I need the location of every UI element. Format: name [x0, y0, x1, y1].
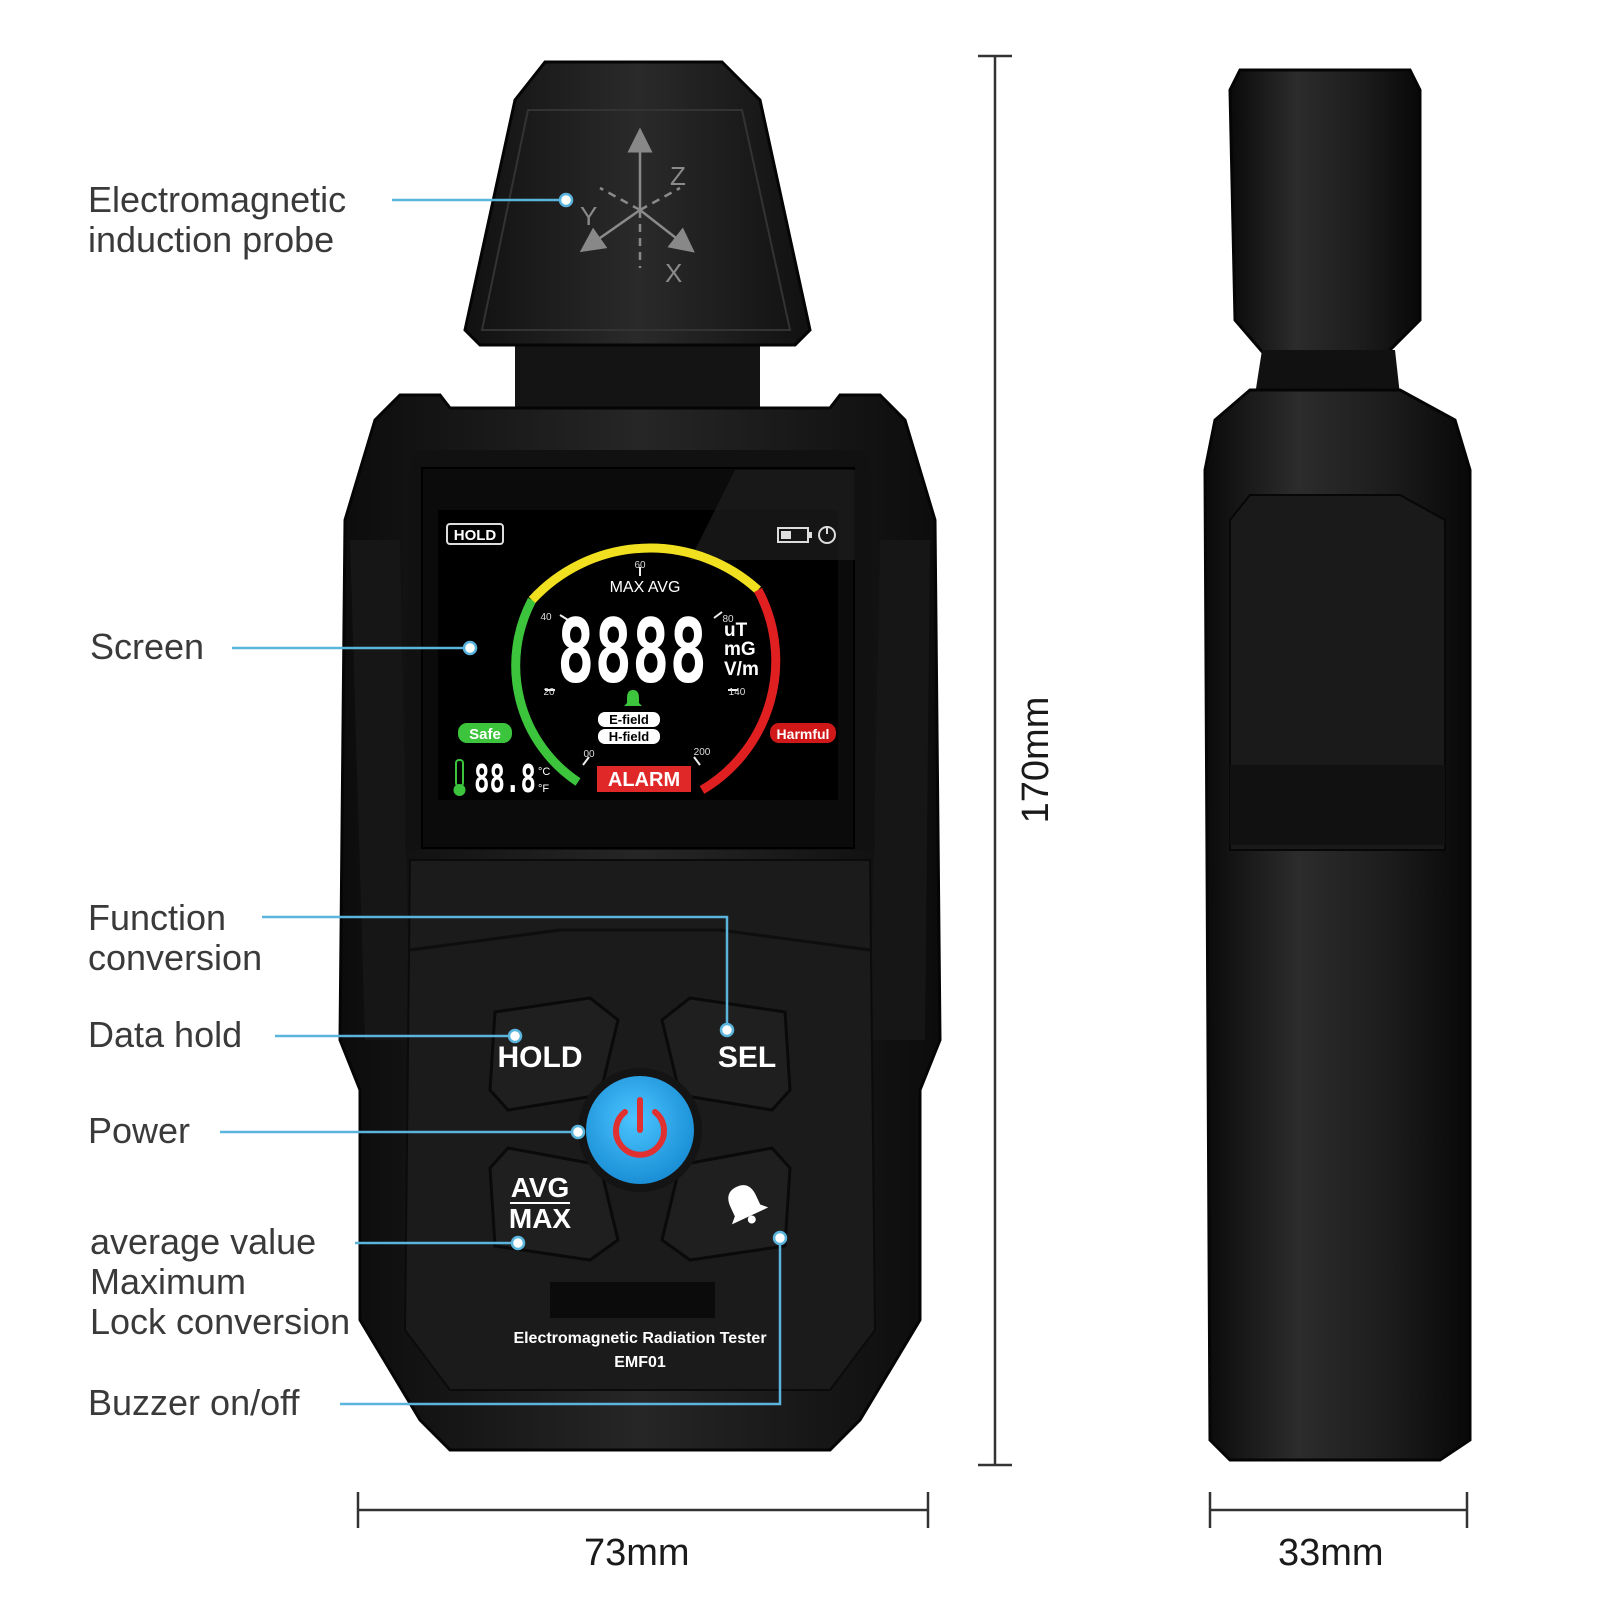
harmful-label: Harmful	[777, 726, 830, 742]
avg-max-callout: average value Maximum Lock conversion	[90, 1222, 350, 1342]
probe-callout: Electromagnetic induction probe	[88, 180, 346, 260]
probe-callout-line2: induction probe	[88, 219, 335, 260]
sel-button-label: SEL	[718, 1041, 776, 1074]
sel-button[interactable]: SEL	[660, 996, 792, 1112]
power-icon	[613, 1097, 667, 1158]
power-callout: Power	[88, 1110, 191, 1151]
scale-tick-00: 00	[583, 749, 595, 760]
bell-icon	[728, 1185, 769, 1225]
scale-tick-200: 200	[694, 747, 711, 758]
xyz-axis-symbol	[579, 127, 695, 268]
height-dimension: 170mm	[1015, 697, 1057, 824]
avg-label: AVG	[511, 1172, 570, 1203]
width-dimension: 73mm	[584, 1532, 690, 1574]
safe-badge	[458, 723, 512, 743]
unit-mg: mG	[724, 639, 756, 660]
hold-button-label: HOLD	[498, 1041, 583, 1074]
buzzer-status-icon	[624, 690, 642, 706]
safe-label: Safe	[469, 726, 501, 743]
side-band	[1230, 765, 1445, 845]
e-field-badge	[598, 712, 660, 727]
function-callout-line1: Function	[88, 897, 227, 938]
probe-bevel	[480, 109, 792, 331]
probe-neck	[515, 335, 760, 410]
buzzer-callout: Buzzer on/off	[88, 1382, 300, 1423]
scale-tick-40: 40	[540, 612, 552, 623]
gauge-safe-arc	[511, 597, 581, 786]
h-field-badge	[598, 729, 660, 744]
probe-callout-line1: Electromagnetic	[88, 179, 347, 220]
scale-tick-60: 60	[634, 560, 646, 571]
scale-tick-80: 80	[722, 614, 734, 625]
gauge-caution-arc	[528, 543, 762, 604]
alarm-label: ALARM	[608, 769, 680, 791]
front-device: Z Y X HOLD	[338, 60, 942, 1452]
axis-y-label: Y	[580, 201, 597, 231]
side-probe-neck	[1255, 350, 1400, 395]
scale-tick-140: 140	[729, 687, 746, 698]
function-callout: Function conversion	[88, 898, 262, 978]
faceplate-ridge	[409, 928, 871, 952]
h-field-label: H-field	[609, 729, 650, 744]
probe-head	[463, 60, 812, 347]
avg-max-button[interactable]: AVG MAX	[488, 1146, 620, 1262]
device-name: Electromagnetic Radiation Tester	[513, 1330, 766, 1347]
gauge-harmful-arc	[699, 587, 781, 794]
screen-callout: Screen	[90, 626, 205, 667]
device-model: EMF01	[614, 1354, 666, 1371]
unit-vm: V/m	[724, 659, 759, 680]
callout-dots	[462, 192, 788, 1251]
thermometer-icon	[453, 759, 466, 796]
right-grip	[870, 540, 930, 1040]
screen-glare	[690, 470, 855, 560]
callout-lines	[220, 198, 782, 1406]
axis-x-label: X	[665, 258, 682, 288]
buzzer-button[interactable]	[660, 1146, 792, 1262]
gauge-ticks	[545, 567, 738, 766]
avg-callout-line2: Maximum	[90, 1261, 247, 1302]
nameplate-slot	[550, 1282, 715, 1318]
e-field-label: E-field	[609, 712, 649, 727]
scale-tick-20: 20	[543, 687, 555, 698]
power-button[interactable]	[578, 1068, 702, 1192]
side-device	[1203, 68, 1472, 1462]
side-upper-panel	[1229, 494, 1446, 851]
alarm-badge	[597, 766, 691, 792]
temp-unit-c: °C	[538, 766, 550, 778]
temperature-reading: 88.8	[474, 757, 536, 801]
data-hold-callout: Data hold	[88, 1014, 243, 1055]
left-grip	[350, 540, 410, 1040]
harmful-badge	[770, 723, 836, 743]
dimension-lines	[356, 54, 1469, 1528]
max-avg-indicator: MAX AVG	[610, 579, 681, 596]
hold-indicator: HOLD	[454, 527, 497, 544]
hold-indicator-box	[446, 523, 504, 545]
temp-unit-f: °F	[538, 783, 549, 795]
avg-callout-line3: Lock conversion	[90, 1301, 351, 1342]
main-reading: 8888	[557, 600, 707, 703]
depth-dimension: 33mm	[1278, 1532, 1384, 1574]
max-label: MAX	[509, 1203, 572, 1234]
avg-callout-line1: average value	[90, 1221, 317, 1262]
unit-ut: uT	[724, 620, 748, 641]
axis-z-label: Z	[670, 161, 686, 191]
function-callout-line2: conversion	[88, 937, 263, 978]
side-probe-head	[1228, 68, 1422, 357]
